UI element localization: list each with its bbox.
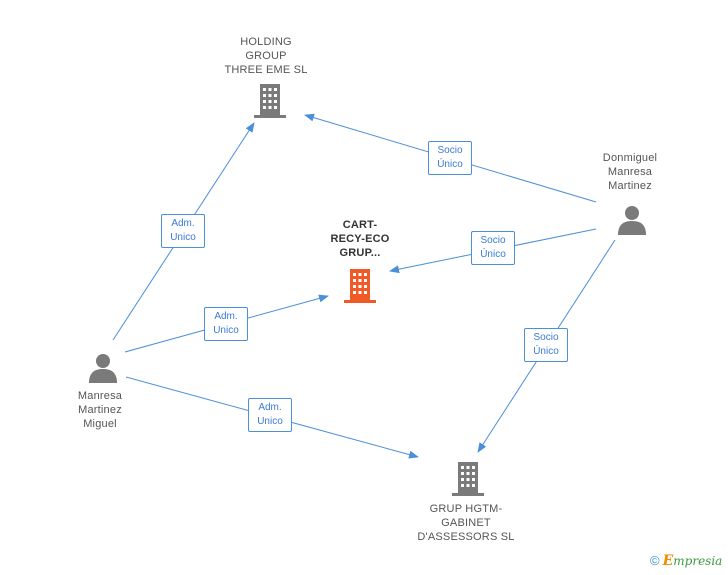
edge-label-manresa-grup[interactable]: Adm. Unico xyxy=(248,398,292,432)
node-label-manresa[interactable]: Manresa Martinez Miguel xyxy=(77,390,123,430)
building-icon[interactable] xyxy=(254,84,286,118)
edge-label-donmiguel-holding[interactable]: Socio Único xyxy=(428,141,472,175)
edge-label-donmiguel-grup[interactable]: Socio Único xyxy=(524,328,568,362)
node-label-holding[interactable]: HOLDING GROUP THREE EME SL xyxy=(224,36,308,76)
building-icon-focus[interactable] xyxy=(344,269,376,303)
node-label-donmiguel[interactable]: Donmiguel Manresa Martinez xyxy=(602,152,658,192)
edge-label-manresa-holding[interactable]: Adm. Unico xyxy=(161,214,205,248)
node-label-cart[interactable]: CART- RECY-ECO GRUP... xyxy=(330,219,390,259)
edge-label-donmiguel-cart[interactable]: Socio Único xyxy=(471,231,515,265)
person-icon[interactable] xyxy=(617,205,647,235)
person-icon[interactable] xyxy=(88,353,118,383)
copyright-icon: © xyxy=(650,553,660,568)
node-label-grup[interactable]: GRUP HGTM- GABINET D'ASSESSORS SL xyxy=(417,503,515,543)
building-icon[interactable] xyxy=(452,462,484,496)
edge-label-manresa-cart[interactable]: Adm. Unico xyxy=(204,307,248,341)
empresia-logo: ©Empresia xyxy=(650,553,723,569)
